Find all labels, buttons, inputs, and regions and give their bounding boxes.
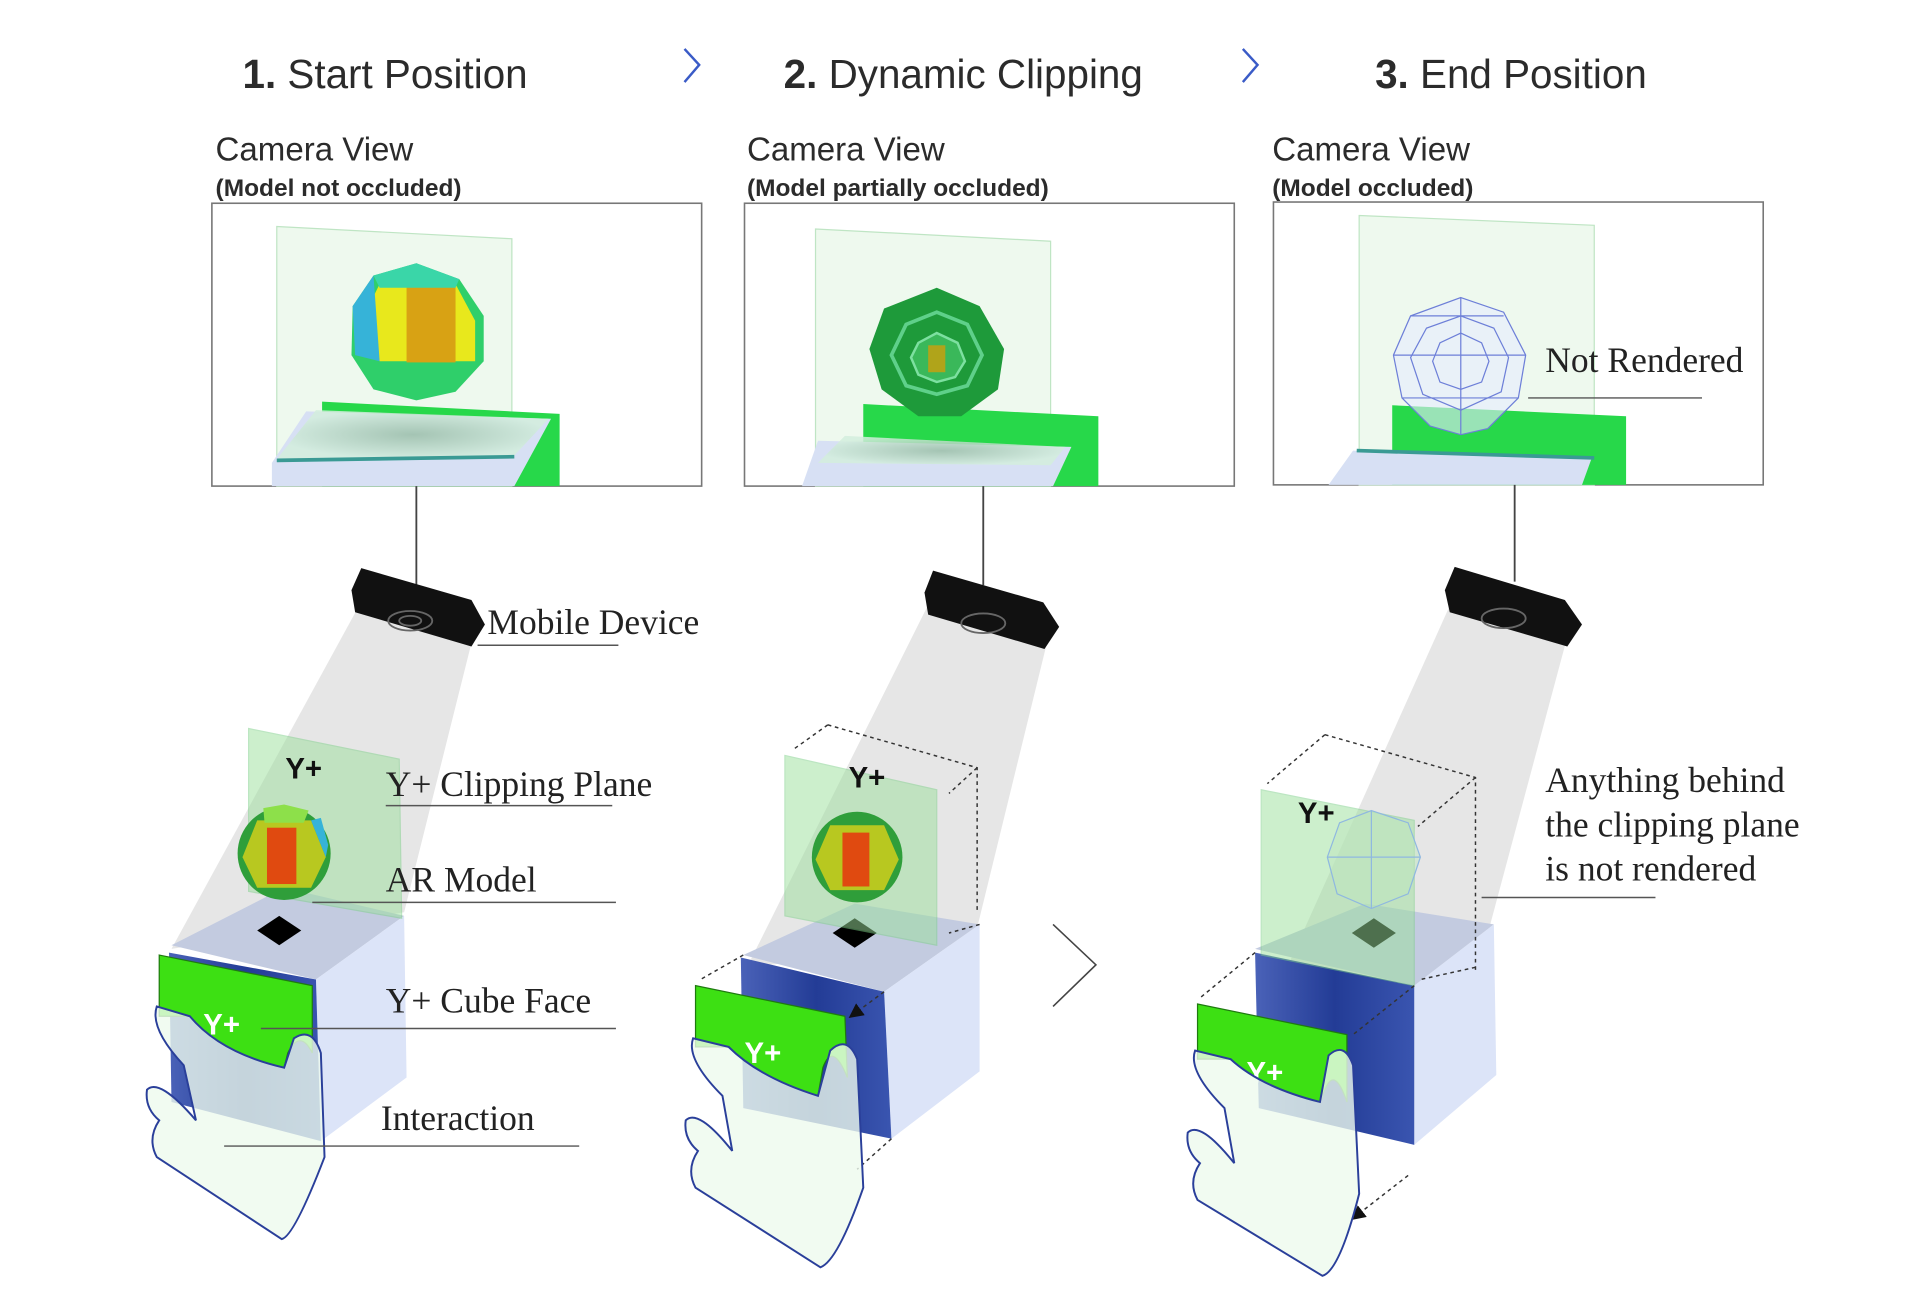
camera-view-sub-2: (Model partially occluded) bbox=[747, 175, 1049, 202]
camera-view-sub-1: (Model not occluded) bbox=[216, 175, 462, 202]
ar-sphere-model bbox=[351, 263, 484, 401]
camera-view-sub-3: (Model occluded) bbox=[1272, 175, 1473, 202]
behind-plane-line-1: Anything behind bbox=[1545, 760, 1785, 800]
not-rendered-label: Not Rendered bbox=[1545, 340, 1743, 380]
mobile-device-label: Mobile Device bbox=[487, 602, 699, 642]
step-2-title: 2. Dynamic Clipping bbox=[784, 51, 1143, 97]
ar-model-label: AR Model bbox=[386, 859, 537, 899]
ar-sphere-wireframe bbox=[1392, 296, 1527, 436]
cube-face-annotation: Y+ Cube Face bbox=[386, 981, 591, 1021]
clipping-plane-label: Y+ bbox=[285, 753, 322, 786]
clipping-plane-label: Y+ bbox=[1298, 797, 1335, 830]
chevron-right-icon bbox=[1052, 923, 1098, 1008]
clipping-plane-annotation: Y+ Clipping Plane bbox=[386, 764, 653, 804]
camera-view-label-3: Camera View bbox=[1272, 131, 1470, 168]
mobile-device-icon bbox=[1444, 566, 1583, 647]
ar-sphere-wireframe bbox=[1326, 809, 1422, 910]
camera-view-panel-2 bbox=[743, 202, 1236, 487]
chevron-right-icon bbox=[683, 48, 701, 83]
clipping-plane-label: Y+ bbox=[849, 761, 886, 794]
hand-icon bbox=[145, 1005, 326, 1241]
ar-sphere-model-clipped bbox=[869, 287, 1005, 417]
mobile-device-icon bbox=[924, 570, 1060, 649]
camera-view-panel-1 bbox=[211, 202, 703, 487]
behind-plane-line-3: is not rendered bbox=[1545, 848, 1756, 888]
step-3-title: 3. End Position bbox=[1375, 51, 1647, 97]
behind-plane-line-2: the clipping plane bbox=[1545, 804, 1799, 844]
camera-view-label-1: Camera View bbox=[216, 131, 414, 168]
mobile-device-icon bbox=[351, 568, 485, 647]
scene-start: Y+ Y+ bbox=[145, 568, 485, 1241]
interaction-label: Interaction bbox=[381, 1098, 535, 1138]
scene-dynamic-clipping: Y+ Y+ bbox=[684, 570, 1060, 1269]
ar-sphere-model bbox=[237, 804, 331, 900]
hand-icon bbox=[684, 1037, 865, 1269]
chevron-right-icon bbox=[1241, 48, 1260, 83]
scene-end: Y+ Y+ bbox=[1186, 566, 1583, 1277]
camera-view-label-2: Camera View bbox=[747, 131, 945, 168]
camera-view-panel-3 bbox=[1272, 201, 1765, 486]
ar-sphere-model bbox=[811, 811, 903, 903]
dimension-arrows bbox=[1199, 733, 1477, 1219]
hand-icon bbox=[1186, 1048, 1361, 1277]
dimension-arrows bbox=[700, 724, 980, 1170]
step-1-title: 1. Start Position bbox=[242, 51, 527, 97]
